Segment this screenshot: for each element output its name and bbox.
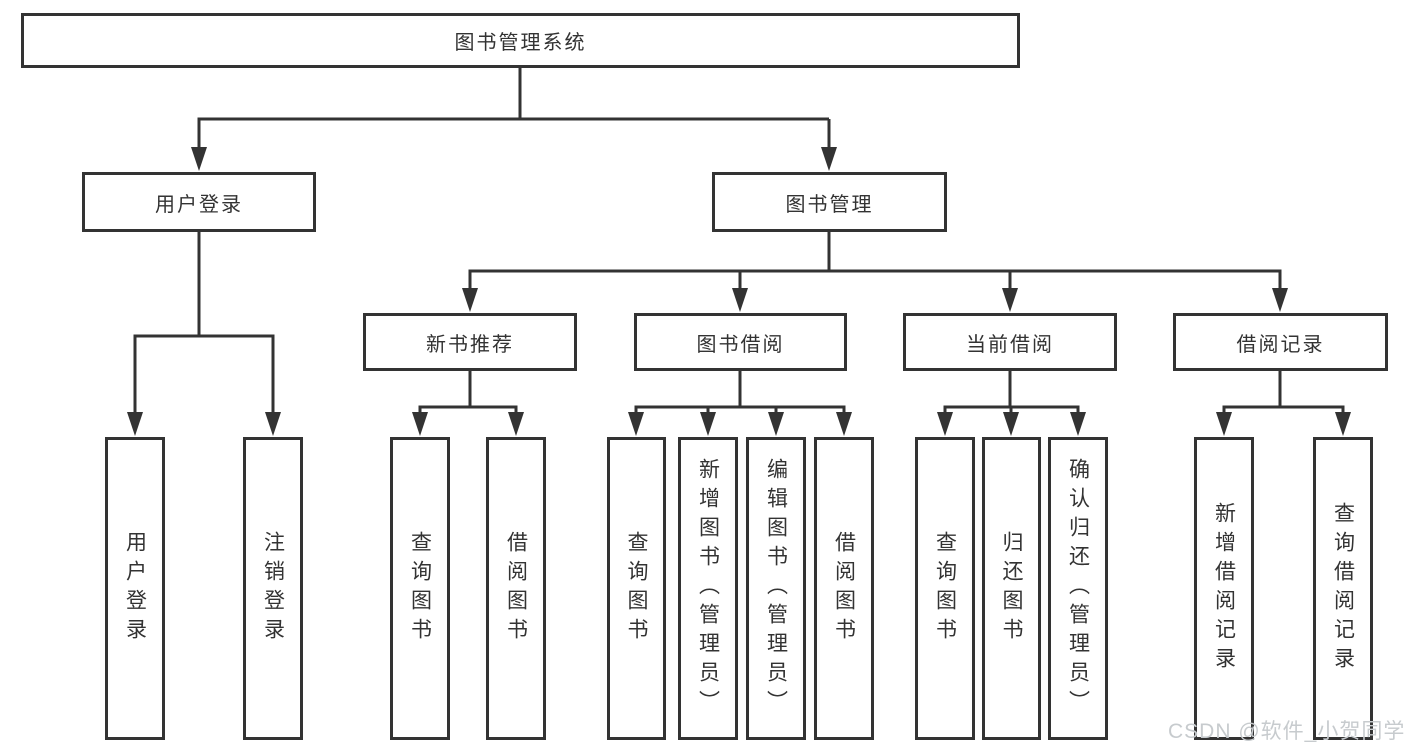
node-book-management-branch: 图书管理 <box>712 172 947 232</box>
node-user-login-branch: 用户登录 <box>82 172 316 232</box>
leaf-add-borrow-record: 新增借阅记录 <box>1194 437 1254 740</box>
leaf-borrow-books: 借阅图书 <box>814 437 874 740</box>
node-book-borrowing: 图书借阅 <box>634 313 847 371</box>
leaf-return-books: 归还图书 <box>982 437 1041 740</box>
node-library-management-system: 图书管理系统 <box>21 13 1020 68</box>
leaf-borrow-books-recommend: 借阅图书 <box>486 437 546 740</box>
node-current-borrowing: 当前借阅 <box>903 313 1117 371</box>
leaf-query-books-current: 查询图书 <box>915 437 975 740</box>
node-new-book-recommendation: 新书推荐 <box>363 313 577 371</box>
leaf-query-borrow-record: 查询借阅记录 <box>1313 437 1373 740</box>
node-borrowing-records: 借阅记录 <box>1173 313 1388 371</box>
watermark: CSDN @软件_小贺同学 <box>1168 720 1405 743</box>
leaf-query-books-borrowing: 查询图书 <box>607 437 666 740</box>
arrowheads <box>127 147 1351 436</box>
leaf-add-books-admin: 新增图书（管理员） <box>678 437 738 740</box>
leaf-user-login: 用户登录 <box>105 437 165 740</box>
leaf-edit-books-admin: 编辑图书（管理员） <box>746 437 806 740</box>
leaf-logout: 注销登录 <box>243 437 303 740</box>
leaf-confirm-return-admin: 确认归还（管理员） <box>1048 437 1108 740</box>
leaf-query-books-recommend: 查询图书 <box>390 437 450 740</box>
